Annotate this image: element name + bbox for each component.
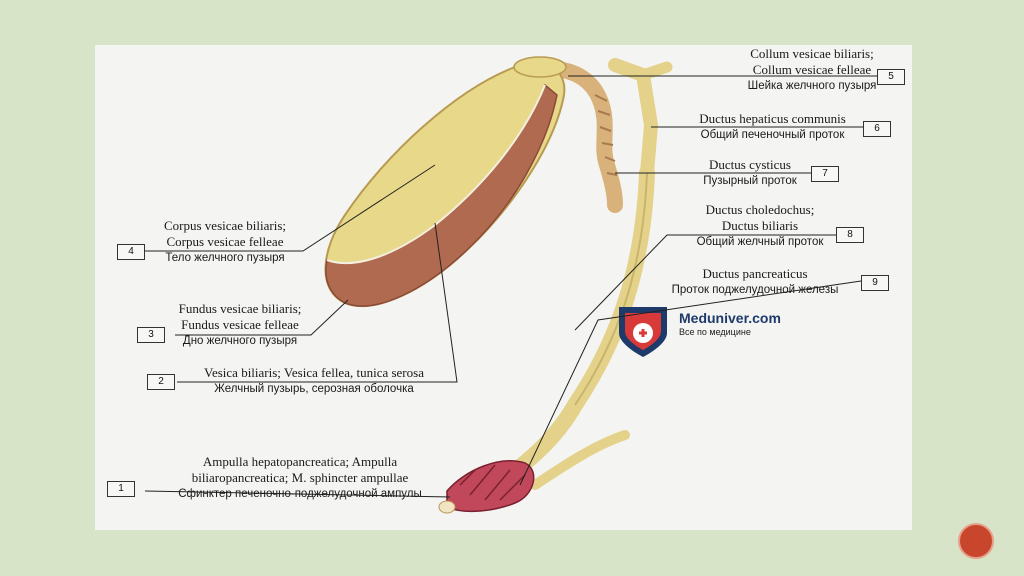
label-9-latin: Ductus pancreaticus (702, 266, 808, 281)
label-ductus-choledochus: Ductus choledochus; Ductus biliaris Общи… (675, 202, 845, 250)
label-5-latin-2: Collum vesicae felleae (752, 62, 872, 77)
label-corpus: Corpus vesicae biliaris; Corpus vesicae … (140, 218, 310, 266)
label-7-number: 7 (811, 166, 839, 182)
label-8-russian: Общий желчный проток (696, 236, 824, 248)
label-ductus-pancreaticus: Ductus pancreaticus Проток поджелудочной… (655, 266, 855, 298)
cystic-duct (527, 60, 623, 213)
label-fundus: Fundus vesicae biliaris; Fundus vesicae … (160, 301, 320, 349)
label-6-russian: Общий печеночный проток (700, 129, 845, 141)
diagram-panel: Collum vesicae biliaris; Collum vesicae … (95, 45, 912, 530)
gallbladder-neck (513, 56, 567, 78)
label-ductus-hepaticus: Ductus hepaticus communis Общий печеночн… (675, 111, 870, 143)
logo-subtitle: Все по медицине (679, 327, 751, 337)
label-5-latin-1: Collum vesicae biliaris; (750, 46, 874, 61)
label-8-latin-1: Ductus choledochus; (705, 202, 815, 217)
label-6-latin: Ductus hepaticus communis (699, 111, 846, 126)
label-5-russian: Шейка желчного пузыря (747, 80, 877, 92)
label-9-russian: Проток поджелудочной железы (671, 284, 839, 296)
label-collum: Collum vesicae biliaris; Collum vesicae … (707, 46, 917, 94)
label-4-number: 4 (117, 244, 145, 260)
gallbladder-illustration (144, 56, 877, 514)
label-3-latin-2: Fundus vesicae felleae (181, 317, 299, 332)
label-1-latin-1: Ampulla hepatopancreatica; Ampulla (202, 454, 398, 469)
label-6-number: 6 (863, 121, 891, 137)
label-serosa: Vesica biliaris; Vesica fellea, tunica s… (179, 365, 449, 397)
label-3-number: 3 (137, 327, 165, 343)
pancreatic-duct (530, 430, 630, 490)
logo: Meduniver.com Все по медицине (679, 310, 781, 337)
label-4-russian: Тело желчного пузыря (165, 252, 285, 264)
logo-title: Meduniver.com (679, 310, 781, 326)
common-hepatic-duct (608, 58, 659, 180)
label-3-latin-1: Fundus vesicae biliaris; (178, 301, 302, 316)
label-8-latin-2: Ductus biliaris (721, 218, 799, 233)
label-ampulla: Ampulla hepatopancreatica; Ampulla bilia… (155, 454, 445, 502)
label-4-latin-1: Corpus vesicae biliaris; (163, 218, 287, 233)
label-5-number: 5 (877, 69, 905, 85)
label-4-latin-2: Corpus vesicae felleae (166, 234, 284, 249)
label-2-latin: Vesica biliaris; Vesica fellea, tunica s… (204, 365, 424, 380)
slide-nav-button[interactable] (958, 523, 994, 559)
label-1-number: 1 (107, 481, 135, 497)
label-8-number: 8 (836, 227, 864, 243)
label-1-latin-2: biliaropancreatica; M. sphincter ampulla… (191, 470, 409, 485)
label-9-number: 9 (861, 275, 889, 291)
label-ductus-cysticus: Ductus cysticus Пузырный проток (685, 157, 815, 189)
label-2-russian: Желчный пузырь, серозная оболочка (214, 383, 414, 395)
sphincter-ampulla (446, 460, 535, 513)
leader-lines (144, 75, 877, 498)
label-7-russian: Пузырный проток (703, 175, 797, 187)
label-3-russian: Дно желчного пузыря (182, 335, 298, 347)
label-2-number: 2 (147, 374, 175, 390)
label-7-latin: Ductus cysticus (709, 157, 791, 172)
label-1-russian: Сфинктер печеночно-поджелудочной ампулы (178, 488, 422, 500)
